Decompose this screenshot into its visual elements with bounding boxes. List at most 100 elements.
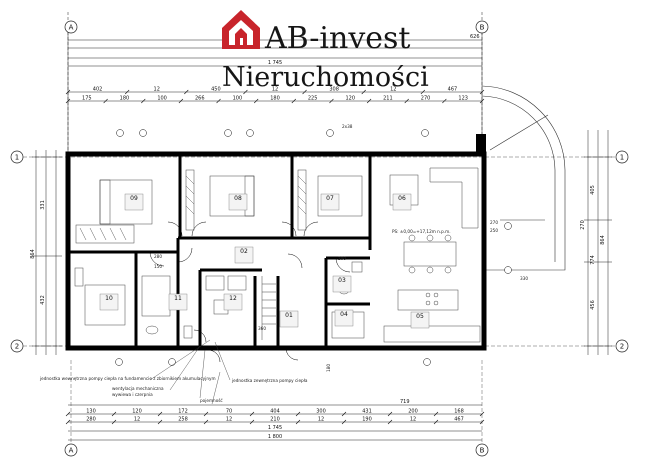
bottom-dim-row1-tick	[387, 411, 393, 417]
room-label-03: 03	[332, 275, 352, 293]
bottom-dim-row1-tick	[111, 411, 117, 417]
top-dim-row4-label: 211	[383, 96, 393, 102]
top-dim-row3-label: 467	[448, 87, 458, 93]
dim-270-label: 270	[490, 220, 498, 225]
room-number: 11	[174, 295, 182, 302]
window-markers	[115, 129, 512, 366]
bottom-dim-row2-label: 12	[410, 417, 416, 423]
top-dim-row3-label: 12	[154, 87, 160, 93]
room-label-05: 05	[410, 311, 430, 329]
bottom-dim-row2-tick	[387, 419, 393, 425]
top-dim-row4-label: 123	[458, 96, 468, 102]
bottom-dim-row2-label: 210	[270, 417, 280, 423]
top-dim-row4-tick	[216, 98, 221, 104]
top-dim-row4-tick	[479, 98, 485, 104]
bottom-dim-row2-label: 280	[86, 417, 96, 423]
annotation-capacity: pojemność	[200, 398, 223, 403]
top-dim-row4-label: 100	[157, 96, 167, 102]
top-dim-row3-label: 12	[272, 87, 278, 93]
bottom-dim-row1-label: 300	[316, 409, 326, 415]
bottom-dim-row1-label: 172	[178, 409, 188, 415]
door-swings	[149, 221, 351, 363]
bottom-dim-row2-tick	[341, 419, 347, 425]
top-dim-row4-tick	[404, 98, 409, 104]
top-dim-row4-label: 270	[421, 96, 431, 102]
top-dim-row3-label: 450	[211, 87, 221, 93]
bottom-dim-row1-label: 130	[86, 409, 96, 415]
side-dimension-lines	[32, 130, 612, 355]
bottom-dim-row1-tick	[249, 411, 255, 417]
annotation-heat-pump-outdoor: jednostka zewnętrzna pompy ciepła	[231, 378, 308, 383]
room-number: 05	[416, 313, 424, 320]
axis-bubble-a-top	[64, 20, 78, 34]
top-dim-row4-label: 180	[120, 96, 130, 102]
dim-250-label: 250	[490, 228, 498, 233]
top-dim-row4-label: 175	[82, 96, 92, 102]
terrace-outline	[481, 85, 566, 271]
wardrobe-hatching	[79, 175, 307, 241]
bottom-dim-row2-tick	[65, 419, 71, 425]
dim-360-label: 360	[258, 326, 266, 331]
axis-label-a-top: A	[69, 24, 74, 32]
room-label-01: 01	[279, 310, 299, 328]
axis-label-1-left: 1	[15, 154, 19, 162]
bottom-dim-row1-label: 200	[408, 409, 418, 415]
bottom-dim-row2-label: 467	[454, 417, 464, 423]
brand-logo: AB-invest Nieruchomości	[222, 10, 429, 93]
top-dim-row4-tick	[253, 98, 259, 104]
bottom-dim-mid: 719	[400, 399, 410, 405]
axis-bubble-2-right	[615, 339, 629, 353]
axis-label-2-left: 2	[15, 343, 19, 351]
left-dim-overall: 864	[30, 249, 36, 259]
top-dim-row3-label: 12	[390, 87, 396, 93]
axis-bubble-b-top	[475, 20, 489, 34]
top-dim-row3-label: 308	[329, 87, 339, 93]
bottom-dim-row2-tick	[295, 419, 301, 425]
top-dim-row4-tick	[141, 98, 146, 104]
top-dim-row3-tick	[420, 89, 426, 95]
top-dim-side: 626	[470, 34, 480, 40]
axis-label-a-bottom: A	[69, 447, 74, 455]
top-dim-overall: 1 745	[268, 60, 282, 66]
right-dim-middle: 774	[590, 255, 596, 265]
bottom-dim-row2-tick	[249, 419, 255, 425]
room-label-12: 12	[223, 293, 243, 311]
room-label-02: 02	[234, 246, 254, 264]
top-dim-row4-tick	[366, 98, 372, 104]
right-dim-lower: 456	[590, 300, 596, 310]
axis-markers	[10, 20, 629, 457]
room-number: 12	[229, 295, 237, 302]
room-label-08: 08	[228, 193, 248, 211]
room-label-07: 07	[320, 193, 340, 211]
right-dim-overall: 864	[600, 235, 606, 245]
room-number: 04	[340, 311, 348, 318]
axis-bubble-a-bottom	[64, 443, 78, 457]
bottom-dim-row1-tick	[65, 411, 71, 417]
right-dim-270: 270	[580, 220, 586, 230]
room-labels: 01 02 03 04 05 06 07 08 09 10 11 12	[99, 193, 430, 329]
house-logo-icon	[222, 10, 260, 49]
bottom-dim-row1-tick	[295, 411, 301, 417]
room-number: 09	[130, 195, 138, 202]
dim-280-label: 280	[154, 254, 162, 259]
top-dim-row3-label: 402	[93, 87, 103, 93]
axis-label-2-right: 2	[620, 343, 624, 351]
left-dim-lower: 432	[40, 295, 46, 305]
left-dim-upper: 331	[40, 200, 46, 210]
bottom-dim-row1-label: 404	[270, 409, 280, 415]
room-label-10: 10	[99, 293, 119, 311]
room-number: 07	[326, 195, 334, 202]
top-dim-row4-tick	[103, 98, 108, 104]
top-dim-row4-tick	[442, 98, 447, 104]
room-label-06: 06	[392, 193, 412, 211]
axis-label-b-top: B	[480, 24, 485, 32]
top-dim-row4-tick	[291, 98, 297, 104]
bottom-dim-row2-label: 12	[318, 417, 324, 423]
bottom-dim-row2-tick	[157, 419, 163, 425]
top-dim-row3-tick	[184, 89, 189, 95]
bottom-dim-row1-tick	[433, 411, 439, 417]
top-dim-row4-label: 266	[195, 96, 205, 102]
